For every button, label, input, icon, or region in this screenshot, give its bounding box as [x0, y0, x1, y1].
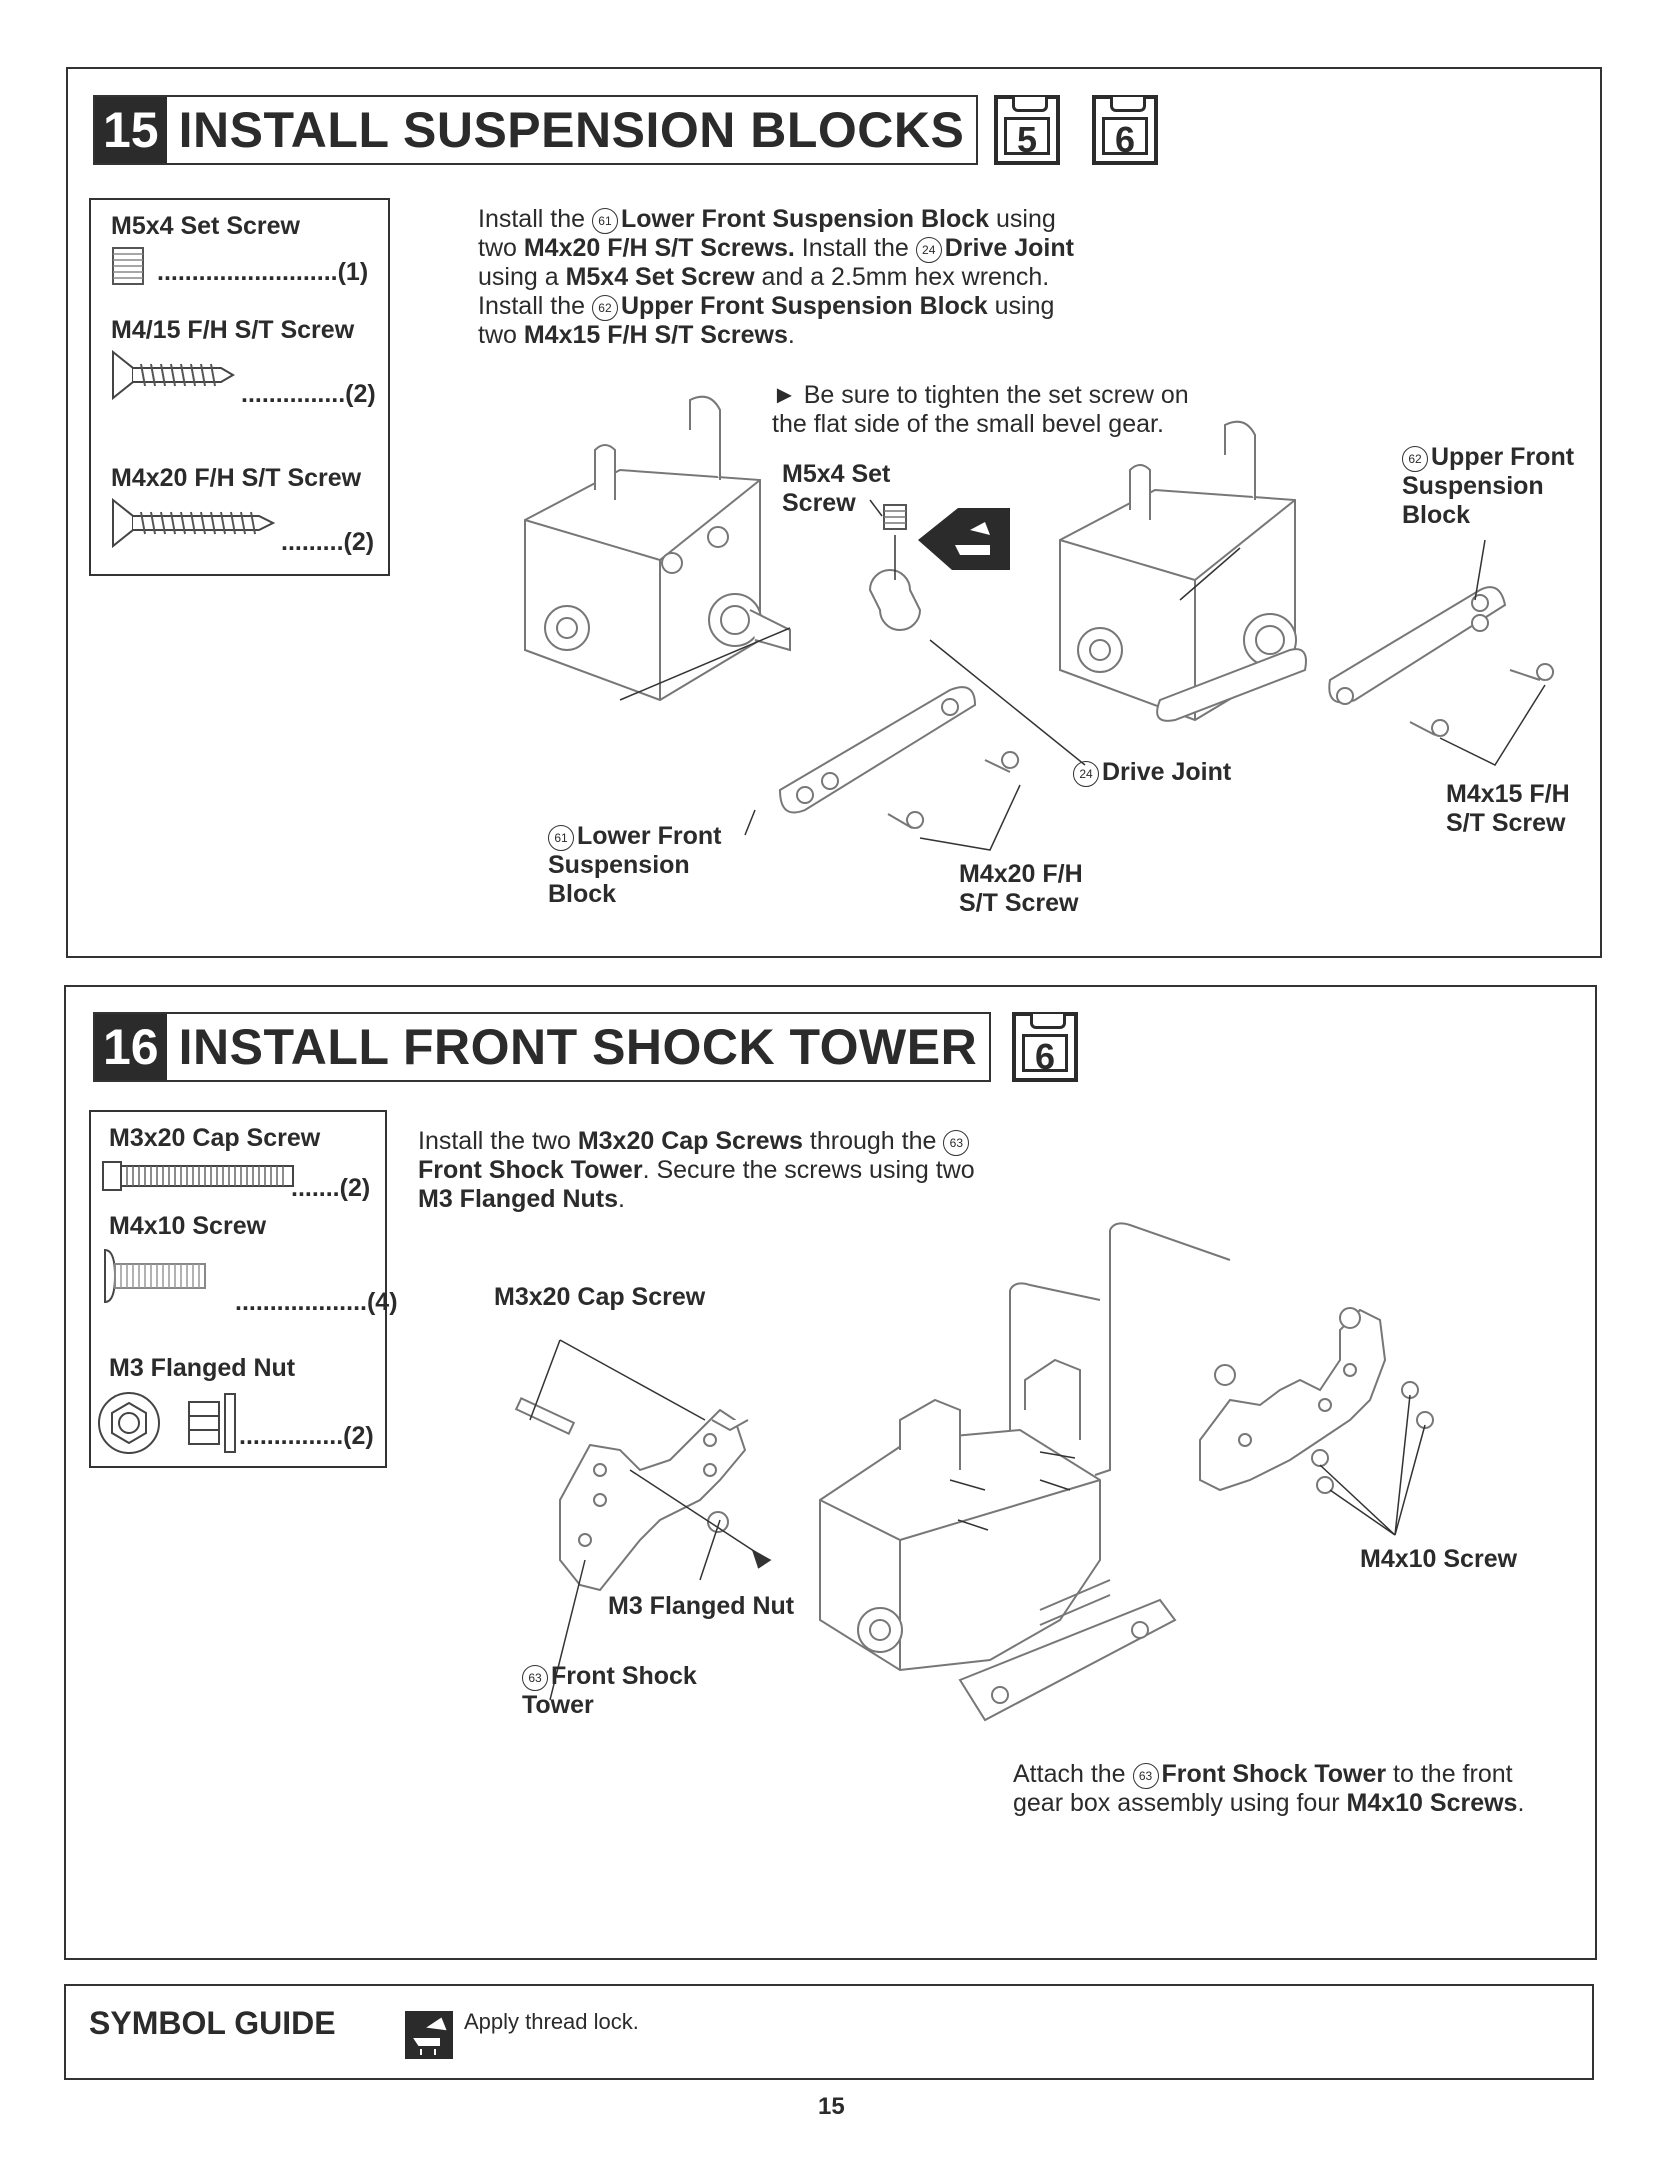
callout-m3x20-cap-screw: M3x20 Cap Screw	[494, 1283, 706, 1311]
bag-6-icon: 6	[1092, 95, 1158, 165]
page-number: 15	[818, 2093, 845, 2120]
step-15-title-text: INSTALL SUSPENSION BLOCKS	[178, 102, 965, 158]
part-m4-15-screw: M4/15 F/H S/T Screw	[111, 316, 355, 344]
set-screw-icon	[112, 247, 144, 285]
step-16-parts-list: M3x20 Cap Screw .......(2) M4x10 Screw .…	[89, 1110, 398, 1468]
flat-head-screw-long-icon	[112, 497, 276, 549]
part-m3x20-cap-screw: M3x20 Cap Screw	[109, 1124, 321, 1152]
step-16-instructions: Install the two M3x20 Cap Screws through…	[418, 1127, 975, 1213]
bag-6-icon-step16: 6	[1012, 1012, 1078, 1082]
symbol-guide-title: SYMBOL GUIDE	[89, 2005, 336, 2041]
part-m4x20-screw: M4x20 F/H S/T Screw	[111, 464, 362, 492]
flat-head-screw-short-icon	[112, 349, 235, 401]
step-15-tip: ► Be sure to tighten the set screw on th…	[772, 381, 1189, 438]
step-16-title-text: INSTALL FRONT SHOCK TOWER	[178, 1019, 978, 1075]
thread-lock-icon	[405, 2011, 453, 2059]
part-m4x10-qty: ...................(4)	[235, 1288, 398, 1316]
part-m4x20-qty: .........(2)	[281, 528, 375, 556]
callout-m5x4-set-screw: M5x4 Set Screw	[782, 460, 891, 517]
cap-screw-icon	[102, 1161, 294, 1191]
step-15-number: 15	[95, 97, 167, 163]
part-m3x20-qty: .......(2)	[291, 1174, 371, 1202]
part-m3-nut-qty: ...............(2)	[239, 1422, 374, 1450]
step-16-number: 16	[95, 1014, 167, 1080]
pan-head-screw-icon	[104, 1248, 206, 1304]
symbol-guide-panel	[64, 1984, 1594, 2080]
callout-m4x15-screw: M4x15 F/H S/T Screw	[1446, 780, 1570, 837]
step-16-title: 16 INSTALL FRONT SHOCK TOWER	[93, 1012, 992, 1082]
callout-m4x10-screw: M4x10 Screw	[1360, 1545, 1518, 1573]
callout-m4x20-screw: M4x20 F/H S/T Screw	[959, 860, 1083, 917]
step-15-parts-list: M5x4 Set Screw .........................…	[89, 198, 390, 576]
symbol-guide-text: Apply thread lock.	[464, 2009, 639, 2034]
part-m4-15-qty: ...............(2)	[241, 380, 376, 408]
bag-5-icon: 5	[994, 95, 1060, 165]
part-m5x4-set-screw: M5x4 Set Screw	[111, 212, 300, 240]
step-15-diagram	[524, 395, 1554, 851]
part-m5x4-qty: ..........................(1)	[157, 258, 369, 286]
callout-m3-flanged-nut: M3 Flanged Nut	[608, 1592, 795, 1620]
ref-63-badge-attach: 63	[1132, 1763, 1159, 1789]
step-15-title: 15 INSTALL SUSPENSION BLOCKS	[93, 95, 979, 165]
thread-lock-icon-step15	[918, 508, 1010, 570]
flanged-nut-icon	[98, 1392, 236, 1454]
part-m3-flanged-nut: M3 Flanged Nut	[109, 1354, 296, 1382]
part-m4x10-screw: M4x10 Screw	[109, 1212, 267, 1240]
